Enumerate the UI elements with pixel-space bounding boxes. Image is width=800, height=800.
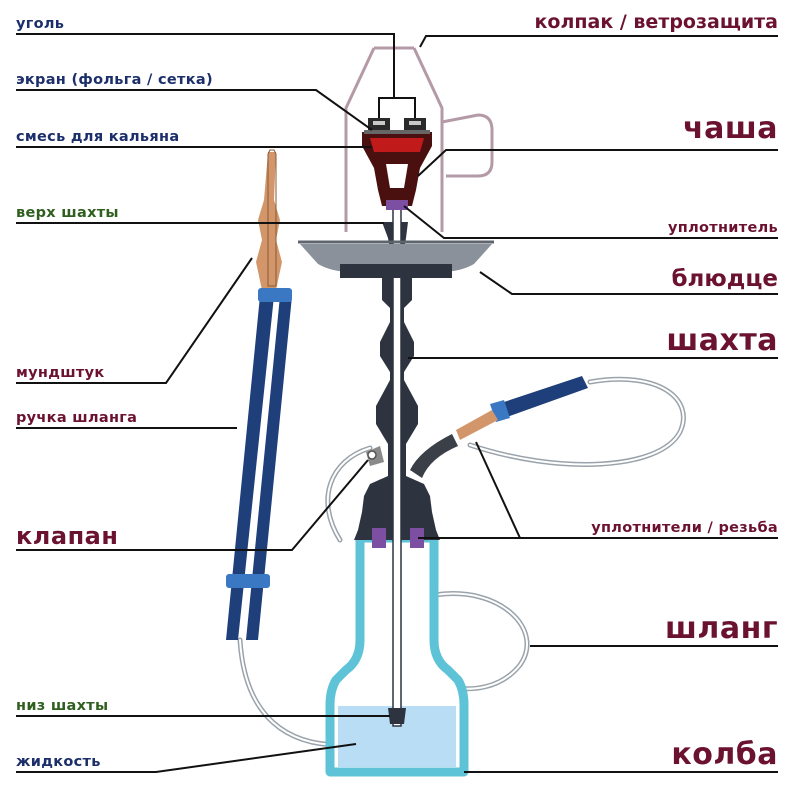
wind-cover-left-wall: [344, 47, 376, 232]
label-stem: шахта: [666, 323, 778, 358]
label-stem-bottom: низ шахты: [16, 698, 108, 714]
label-base: колба: [671, 737, 778, 772]
label-grommet: уплотнитель: [668, 220, 778, 236]
label-valve: клапан: [16, 522, 118, 550]
leader-seals-upper: [475, 441, 521, 539]
mouthpiece-tip: [256, 152, 282, 290]
label-screen: экран (фольга / сетка): [16, 72, 213, 88]
label-tray: блюдце: [672, 266, 779, 292]
tobacco-mix: [370, 138, 424, 152]
coals: [364, 97, 430, 134]
hose-port-right: [410, 434, 458, 478]
leader-valve: [16, 459, 369, 551]
leader-mouthpiece: [16, 257, 253, 384]
stem-bottom-end: [388, 708, 406, 724]
label-mouthpiece: мундштук: [16, 365, 105, 381]
right-hose-handle: [456, 376, 588, 440]
bowl-grommet: [386, 200, 408, 210]
right-handle-body: [498, 376, 588, 418]
wind-cover-handle: [441, 113, 494, 178]
leader-lines: [16, 33, 778, 773]
left-labels: уголь экран (фольга / сетка) смесь для к…: [16, 16, 213, 770]
bowl-cavity: [386, 164, 408, 188]
bowl: [362, 132, 432, 210]
label-hose: шланг: [665, 611, 778, 646]
label-bowl: чаша: [683, 111, 778, 146]
left-handle-rod-2: [246, 296, 292, 640]
leader-grommet: [403, 205, 778, 239]
seal-left: [372, 528, 386, 548]
valve-ball: [367, 450, 377, 460]
label-windcover: колпак / ветрозащита: [535, 11, 778, 33]
screen-foil: [364, 130, 430, 134]
label-liquid: жидкость: [16, 754, 101, 770]
right-labels: колпак / ветрозащита чаша уплотнитель бл…: [535, 11, 778, 772]
seal-right: [410, 528, 424, 548]
label-seals: уплотнители / резьба: [591, 520, 778, 536]
leader-bowl: [417, 149, 778, 177]
water: [338, 706, 456, 767]
left-handle-cuff-bottom: [226, 574, 270, 588]
tray: [298, 240, 494, 278]
leader-screen: [16, 89, 373, 131]
left-hose: [237, 637, 343, 748]
label-stem-top: верх шахты: [16, 205, 119, 221]
left-hose-handle: [226, 149, 292, 640]
label-handle: ручка шланга: [16, 410, 137, 426]
leader-liquid: [16, 743, 357, 773]
label-coal: уголь: [16, 16, 64, 32]
tray-ring: [340, 264, 452, 278]
right-handle-tip: [456, 410, 498, 440]
right-hose-upper: [467, 376, 686, 467]
wind-cover-right-wall: [412, 47, 444, 232]
left-handle-cuff-top: [258, 288, 292, 302]
coal-bracket: [378, 97, 416, 118]
left-handle-rod-1: [226, 296, 274, 640]
leader-tray: [479, 271, 778, 295]
leader-windcover: [419, 35, 778, 48]
leader-coal: [16, 33, 395, 98]
label-tobacco: смесь для кальяна: [16, 129, 179, 145]
